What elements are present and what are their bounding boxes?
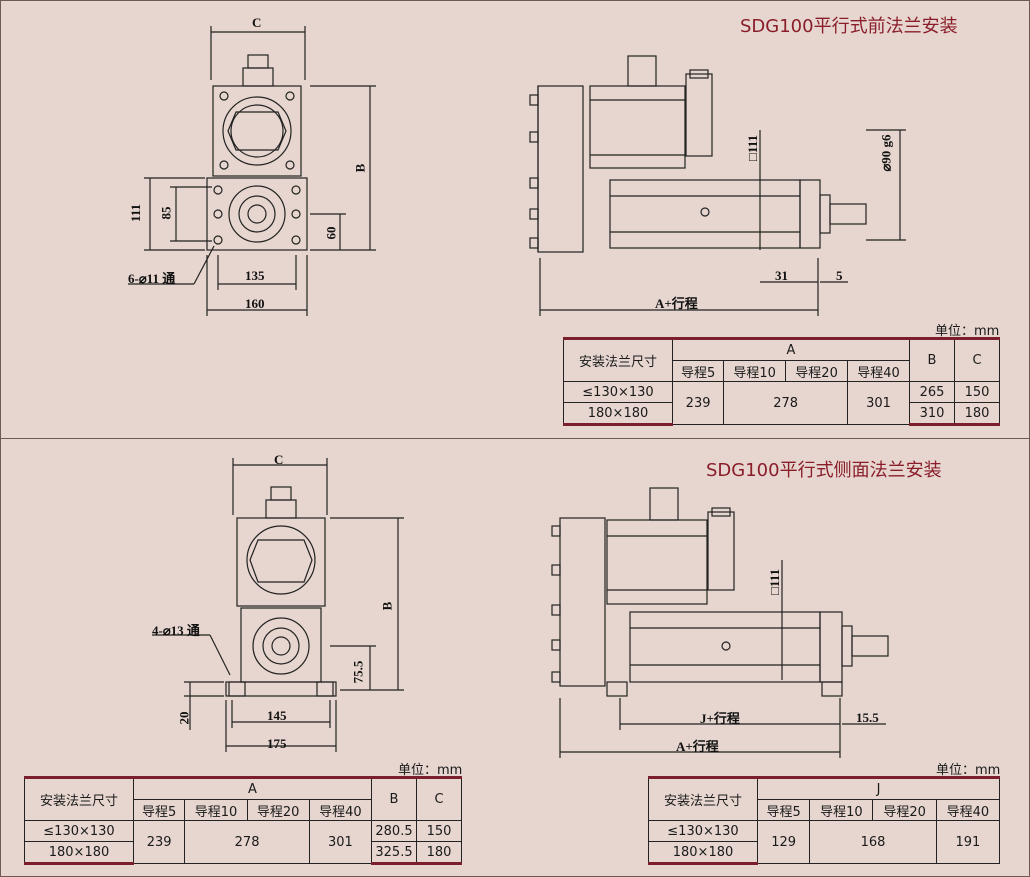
front-view-drawing <box>128 26 376 316</box>
row-label-130: ≤130×130 <box>563 381 673 403</box>
cell-a5: 239 <box>132 820 186 864</box>
row-label-180: 180×180 <box>24 841 134 865</box>
dim-sq111: □111 <box>766 569 782 595</box>
spec-table-front: 安装法兰尺寸 A B C 导程5 导程10 导程20 导程40 ≤130×130… <box>563 337 1000 426</box>
spec-table-side-left: 安装法兰尺寸 A B C 导程5 导程10 导程20 导程40 ≤130×130… <box>24 776 462 865</box>
dim-145: 145 <box>267 708 287 723</box>
cell-j5: 129 <box>756 820 811 864</box>
cell-a10-20: 278 <box>723 381 849 425</box>
dim-c: C <box>252 15 262 30</box>
header-flange: 安装法兰尺寸 <box>648 776 758 821</box>
dim-135: 135 <box>245 268 265 283</box>
cell-j40: 191 <box>935 820 1001 864</box>
header-lead5: 导程5 <box>671 360 725 382</box>
dim-stroke-a: A+行程 <box>655 296 698 311</box>
unit-label-left: 单位：mm <box>398 763 463 778</box>
header-lead5: 导程5 <box>132 799 186 821</box>
cell-b2: 310 <box>909 402 955 426</box>
spec-table-side-right: 安装法兰尺寸 J 导程5 导程10 导程20 导程40 ≤130×130 129… <box>648 776 1001 865</box>
row-label-130: ≤130×130 <box>24 820 134 842</box>
header-lead20: 导程20 <box>246 799 310 821</box>
row-label-180: 180×180 <box>648 841 758 865</box>
header-lead40: 导程40 <box>935 799 1001 821</box>
section-title: SDG100平行式前法兰安装 <box>740 16 958 37</box>
cell-c1: 150 <box>954 381 1000 403</box>
header-lead10: 导程10 <box>184 799 248 821</box>
header-a: A <box>133 776 372 800</box>
cell-a10-20: 278 <box>184 820 310 864</box>
dim-j-stroke: J+行程 <box>700 711 740 726</box>
header-flange: 安装法兰尺寸 <box>24 776 134 821</box>
cell-j10-20: 168 <box>809 820 937 864</box>
side-view-drawing <box>529 55 906 316</box>
header-lead10: 导程10 <box>809 799 874 821</box>
cell-c1: 150 <box>416 820 462 842</box>
unit-label-right: 单位：mm <box>936 763 1001 778</box>
header-lead40: 导程40 <box>308 799 373 821</box>
dim-hole: 6-⌀11 通 <box>128 271 176 286</box>
dim-15-5: 15.5 <box>856 710 879 725</box>
header-flange: 安装法兰尺寸 <box>563 337 673 382</box>
header-b: B <box>909 337 955 382</box>
cell-b2: 325.5 <box>371 841 417 865</box>
cell-b1: 280.5 <box>371 820 417 842</box>
section-divider <box>0 438 1030 439</box>
cell-a40: 301 <box>308 820 373 864</box>
row-label-180: 180×180 <box>563 402 673 426</box>
dim-160: 160 <box>245 296 265 311</box>
dim-hole: 4-⌀13 通 <box>152 623 200 638</box>
header-lead20: 导程20 <box>872 799 937 821</box>
cell-c2: 180 <box>416 841 462 865</box>
dim-c: C <box>274 452 284 467</box>
dim-stroke-a: A+行程 <box>676 739 719 754</box>
header-b: B <box>371 776 417 821</box>
header-lead5: 导程5 <box>756 799 811 821</box>
header-j: J <box>757 776 1000 800</box>
header-lead20: 导程20 <box>785 360 849 382</box>
header-c: C <box>416 776 462 821</box>
dim-5: 5 <box>836 268 843 283</box>
cell-a5: 239 <box>671 381 725 425</box>
cell-c2: 180 <box>954 402 1000 426</box>
section-title: SDG100平行式侧面法兰安装 <box>706 460 942 481</box>
row-label-130: ≤130×130 <box>648 820 758 842</box>
dim-31: 31 <box>775 268 788 283</box>
unit-label: 单位：mm <box>935 324 1000 339</box>
cell-a40: 301 <box>847 381 910 425</box>
dim-175: 175 <box>267 736 287 751</box>
